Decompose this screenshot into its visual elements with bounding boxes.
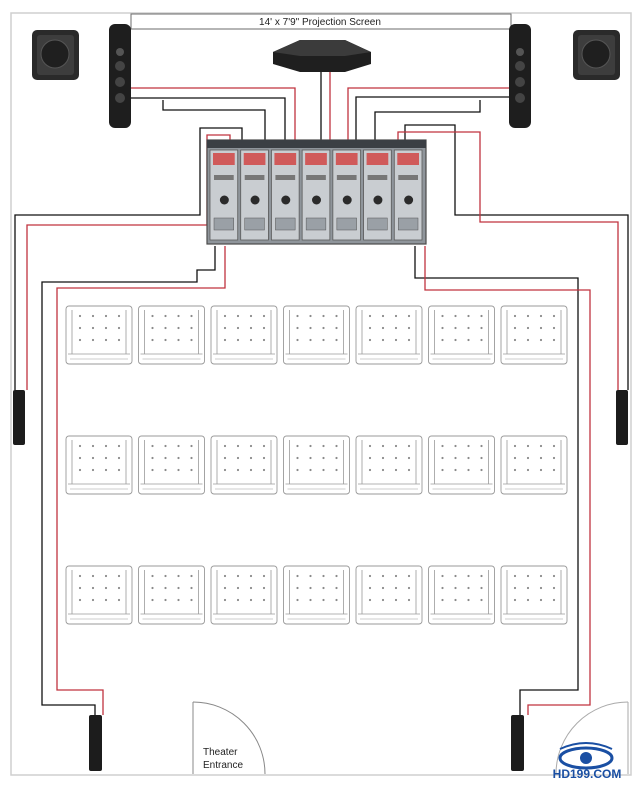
rear-left-surround-speaker [89,715,102,771]
side-left-surround-speaker [13,390,25,445]
secondary-door [555,701,629,775]
center-channel-speaker [273,40,371,72]
theater-entrance-door: Theater Entrance [192,701,266,775]
theater-seat [138,305,205,365]
amplifier-channel-module [209,149,239,241]
theater-seat [65,435,133,495]
theater-seat [355,305,423,365]
theater-seat [210,565,278,625]
subwoofer-left [32,30,79,80]
theater-seating [65,305,568,625]
amplifier-channels [209,149,423,241]
theater-seat [428,565,495,625]
theater-seat [138,565,205,625]
theater-seat [138,435,205,495]
theater-seat [283,435,350,495]
entrance-label-line1: Theater [203,747,238,758]
rear-right-surround-speaker [511,715,524,771]
projection-screen [130,13,512,30]
front-right-tower-speaker [509,24,531,128]
amplifier-channel-module [393,149,423,241]
theater-seat [500,435,568,495]
theater-seat [355,565,423,625]
amplifier-channel-module [240,149,269,241]
theater-seat [65,565,133,625]
theater-seat [428,305,495,365]
speaker-wiring [14,72,629,715]
hd199-logo: HD199.COM [553,742,622,781]
watermark-text: HD199.COM [553,767,622,781]
amplifier-channel-module [301,149,331,241]
theater-seat [283,305,350,365]
side-right-surround-speaker [616,390,628,445]
subwoofer-right [573,30,620,80]
front-left-tower-speaker [109,24,131,128]
amplifier-channel-module [271,149,300,241]
multichannel-amplifier [206,139,427,245]
theater-seat [428,435,495,495]
amplifier-channel-module [363,149,392,241]
theater-seat [283,565,350,625]
theater-seat [355,435,423,495]
theater-seat [500,565,568,625]
theater-seat [500,305,568,365]
screen-label: 14' x 7'9" Projection Screen [259,17,381,28]
theater-seat [210,435,278,495]
theater-seat [210,305,278,365]
entrance-label-line2: Entrance [203,760,243,771]
amplifier-channel-module [332,149,361,241]
theater-seat [65,305,133,365]
